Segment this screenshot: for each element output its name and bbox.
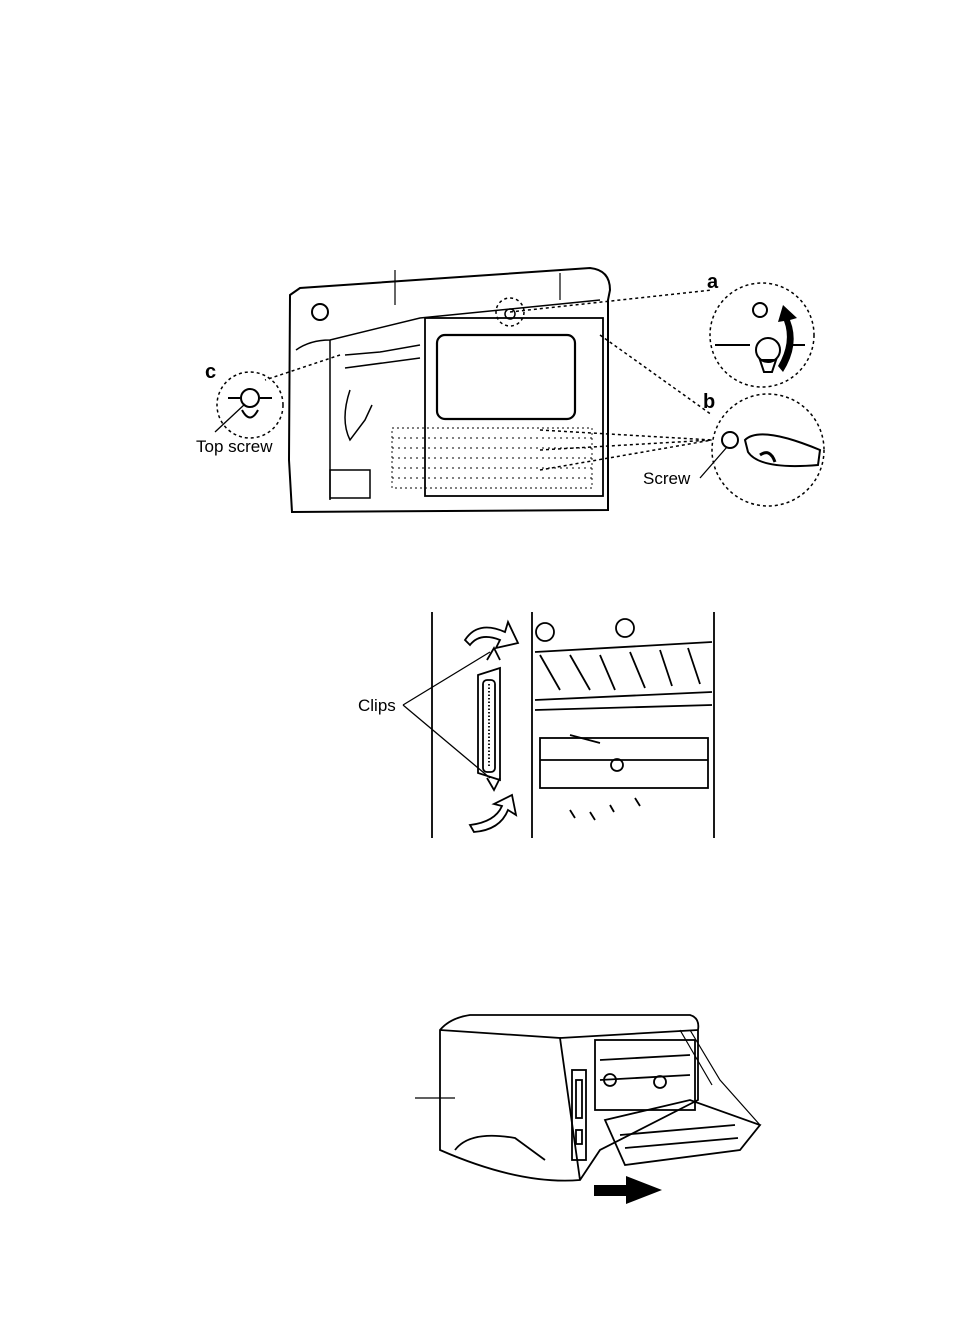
clips-label: Clips: [358, 696, 396, 715]
figure-parallel-port-clips: Clips: [350, 605, 730, 845]
curved-arrow-top-icon: [465, 622, 518, 648]
power-switch-icon: [312, 304, 328, 320]
zoom-circle-b: [712, 394, 824, 506]
zoom-circle-a: [710, 283, 814, 387]
curved-arrow-bottom-icon: [470, 795, 516, 832]
interface-panel: [572, 1070, 586, 1160]
figure-side-panel-screws: a b c Top screw Screw: [190, 260, 830, 520]
screw-icon-b: [722, 432, 738, 448]
screw-label: Screw: [643, 469, 691, 488]
label-a: a: [707, 271, 719, 293]
rear-cover-plate: [425, 318, 603, 496]
top-screw-label: Top screw: [196, 437, 273, 456]
parallel-port-connector: [478, 648, 500, 790]
zoom-circle-c: [217, 372, 283, 438]
printer-body-outline: [289, 268, 610, 512]
screw-icon-c: [241, 389, 259, 407]
label-c: c: [205, 361, 216, 383]
vent-holes: [392, 428, 592, 488]
label-b: b: [703, 391, 715, 413]
screw-icon-a: [753, 303, 767, 317]
cover-window: [437, 335, 575, 419]
push-arrow-icon: [594, 1176, 662, 1204]
screwdriver-icon: [745, 434, 820, 466]
figure-printer-rear-open: [410, 1005, 770, 1210]
rotate-arrow-icon: [778, 305, 797, 372]
